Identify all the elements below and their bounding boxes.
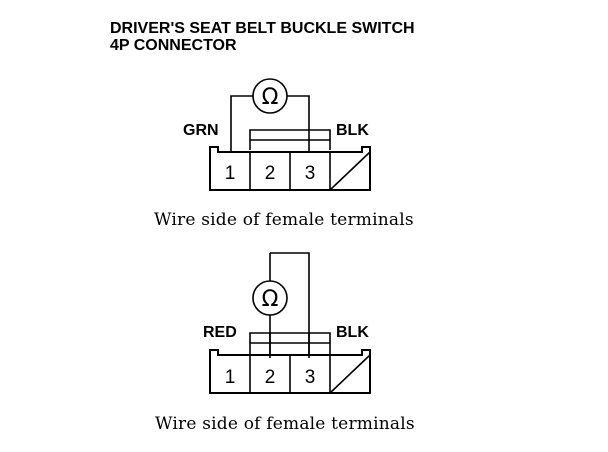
wire-color-label-right: BLK — [336, 324, 369, 341]
probe-lead-right — [270, 252, 310, 358]
wire-color-label-left: RED — [203, 324, 237, 341]
connector-lock-tab — [249, 332, 331, 355]
pin-number: 1 — [225, 163, 236, 184]
wire-color-label-left: GRN — [183, 122, 219, 139]
probe-lead-right — [287, 95, 310, 160]
pin-number: 2 — [265, 367, 276, 388]
connector-body: 1 2 3 — [209, 332, 371, 394]
pin-number: 3 — [305, 163, 316, 184]
probe-lead-left — [230, 95, 253, 160]
ohmmeter-symbol: Ω — [252, 78, 288, 114]
ohm-icon: Ω — [262, 287, 279, 312]
pin-number: 2 — [265, 163, 276, 184]
ohm-icon: Ω — [262, 85, 279, 110]
connector-view-2: Ω 1 2 3 RED BLK Wire side of female term… — [155, 252, 415, 434]
unused-cavity-slash — [329, 354, 371, 394]
pin-number: 3 — [305, 367, 316, 388]
wire-color-label-right: BLK — [336, 122, 369, 139]
ohmmeter-symbol: Ω — [252, 280, 288, 316]
connector-view-caption: Wire side of female terminals — [154, 210, 414, 230]
diagram-title-line2: 4P CONNECTOR — [110, 37, 237, 54]
connector-view-caption: Wire side of female terminals — [155, 414, 415, 434]
connector-view-1: Ω 1 2 3 GRN BLK Wire side of female te — [154, 78, 414, 230]
diagram-title-line1: DRIVER'S SEAT BELT BUCKLE SWITCH — [110, 20, 415, 37]
pin-number: 1 — [225, 367, 236, 388]
unused-cavity-slash — [329, 151, 371, 191]
connector-body: 1 2 3 — [209, 129, 371, 191]
